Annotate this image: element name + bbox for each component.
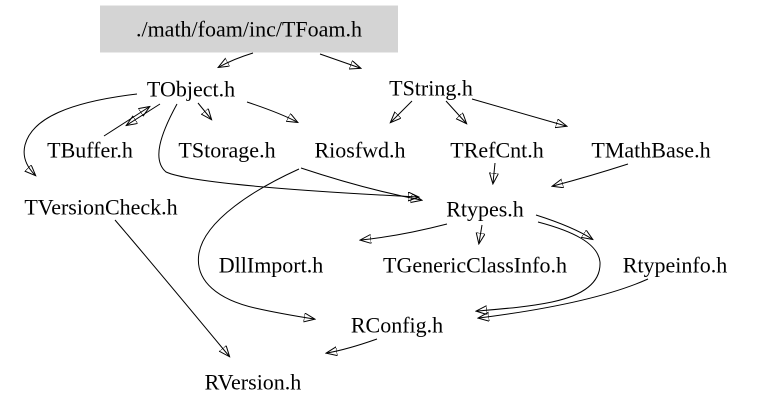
edge-tobject-tstorage (197, 102, 211, 119)
node-tversioncheck[interactable]: TVersionCheck.h (24, 194, 178, 220)
edge-riosfwd-rconfig (197, 168, 314, 319)
edge-rtypeinfo-rconfig (479, 278, 649, 318)
node-tobject[interactable]: TObject.h (146, 76, 236, 102)
edge-tfoam-tobject (219, 52, 254, 67)
edge-rconfig-rversion (327, 338, 378, 353)
node-tstring[interactable]: TString.h (389, 75, 473, 101)
node-rversion[interactable]: RVersion.h (204, 369, 302, 395)
node-dllimport[interactable]: DllImport.h (218, 252, 324, 278)
edge-tobject-riosfwd (246, 101, 297, 122)
node-tbuffer[interactable]: TBuffer.h (47, 137, 133, 163)
edge-tstring-tmathbase (471, 98, 566, 126)
edge-riosfwd-rtypes (300, 167, 421, 200)
node-tfoam: ./math/foam/inc/TFoam.h (100, 5, 398, 53)
edge-tversioncheck-rversion (114, 219, 229, 356)
edge-tstring-trefcnt (445, 100, 466, 123)
edge-tobject-tversioncheck (23, 93, 138, 175)
node-trefcnt[interactable]: TRefCnt.h (450, 137, 544, 163)
edge-tbuffer-tobject (103, 107, 149, 137)
node-rconfig[interactable]: RConfig.h (350, 312, 444, 338)
node-rtypeinfo[interactable]: Rtypeinfo.h (622, 252, 728, 278)
edge-tfoam-tstring (319, 53, 360, 68)
node-rtypes[interactable]: Rtypes.h (446, 196, 524, 222)
edge-rtypes-tgenericclassinfo (479, 224, 482, 243)
edge-rtypes-rtypeinfo (535, 214, 592, 239)
node-riosfwd[interactable]: Riosfwd.h (314, 137, 406, 163)
edge-trefcnt-rtypes (493, 162, 495, 183)
node-tstorage[interactable]: TStorage.h (178, 137, 276, 163)
edge-rtypes-dllimport (361, 223, 448, 240)
node-tgenericclassinfo[interactable]: TGenericClassInfo.h (383, 252, 567, 278)
node-tmathbase[interactable]: TMathBase.h (591, 137, 711, 163)
edge-tobject-tbuffer (127, 103, 161, 125)
edge-tobject-rtypes (158, 103, 418, 197)
edge-tstring-riosfwd (391, 100, 413, 122)
edge-rtypes-rconfig (477, 221, 601, 311)
edge-tmathbase-rtypes (553, 163, 629, 186)
